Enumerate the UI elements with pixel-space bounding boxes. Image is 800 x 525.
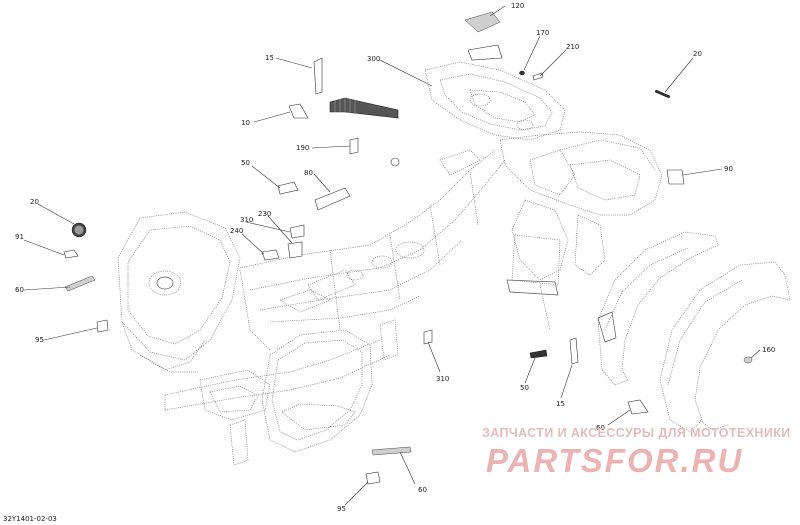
callout-label: 160 [762, 346, 775, 354]
diagram-code: 32Y1401-02-03 [3, 515, 57, 523]
callout-label: 20 [693, 50, 702, 58]
callout-label: 95 [35, 336, 44, 344]
callout-label: 310 [240, 216, 253, 224]
callout-label: 15 [556, 400, 565, 408]
vehicle-body-drawing [117, 61, 791, 466]
callout-label: 10 [241, 119, 250, 127]
callout-label: 80 [304, 169, 313, 177]
handgrip-part [329, 97, 399, 119]
callout-label: 210 [566, 43, 579, 51]
watermark-tagline: ЗАПЧАСТИ И АКСЕССУРЫ ДЛЯ МОТОТЕХНИКИ [482, 426, 791, 440]
callout-label: 50 [520, 384, 529, 392]
callout-label: 230 [258, 210, 271, 218]
decal-parts [63, 11, 753, 485]
callout-label: 120 [511, 2, 524, 10]
callout-label: 20 [30, 198, 39, 206]
callout-label: 170 [536, 29, 549, 37]
callout-label: 50 [241, 159, 250, 167]
callout-label: 310 [436, 375, 449, 383]
callout-label: 60 [418, 486, 427, 494]
callout-label: 60 [596, 424, 605, 432]
callout-label: 190 [296, 144, 309, 152]
leader-lines [23, 5, 761, 506]
callout-label: 90 [724, 165, 733, 173]
callout-label: 95 [337, 505, 346, 513]
callout-label: 15 [265, 54, 274, 62]
callout-label: 240 [230, 227, 243, 235]
watermark-logo: PARTSFOR.RU [486, 442, 744, 479]
callout-label: 91 [15, 233, 24, 241]
callout-labels: 120 170 210 20 15 300 10 190 90 50 80 20… [15, 2, 775, 513]
callout-label: 300 [367, 55, 380, 63]
callout-label: 60 [15, 286, 24, 294]
